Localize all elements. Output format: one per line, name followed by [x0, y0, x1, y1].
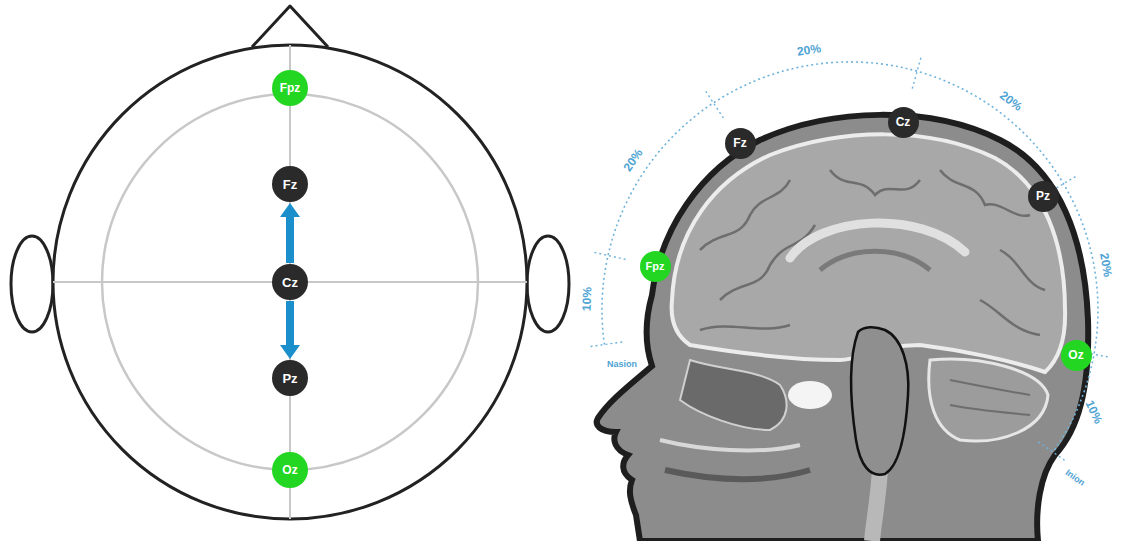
landmark-label: Inion — [1064, 468, 1087, 488]
palate — [660, 440, 800, 450]
electrode-label: Fz — [733, 137, 746, 149]
gyrus — [700, 325, 790, 330]
gyrus — [980, 300, 1040, 335]
head-silhouette — [597, 115, 1088, 541]
cerebellum-folia — [950, 380, 1030, 415]
percent-label: 20% — [1098, 252, 1114, 278]
electrode-label: Fpz — [646, 261, 665, 272]
brainstem-outline — [851, 327, 908, 475]
percent-label: 10% — [581, 287, 594, 311]
percent-label: 20% — [998, 89, 1024, 113]
arc-tick — [912, 58, 921, 89]
percent-label: 20% — [796, 42, 822, 58]
direction-arrow — [280, 301, 300, 359]
electrode-marker: Fpz — [272, 70, 308, 106]
direction-arrow — [280, 203, 300, 263]
electrode-label: Oz — [282, 464, 297, 476]
arc-tick — [594, 252, 625, 259]
electrode-marker: Cz — [272, 264, 308, 300]
right-ear — [527, 236, 569, 332]
cerebellum — [929, 359, 1048, 441]
ventricle — [820, 251, 930, 270]
gyrus — [1000, 250, 1045, 290]
arc-tick — [1038, 442, 1064, 460]
electrode-label: Cz — [282, 276, 298, 289]
measurement-arc — [602, 62, 1098, 452]
arc-tick — [706, 91, 724, 118]
spinal-cord — [872, 470, 880, 541]
sinus — [680, 360, 787, 430]
electrode-marker: Oz — [272, 452, 308, 488]
electrode-label: Pz — [1036, 190, 1050, 202]
electrode-marker: Fz — [272, 166, 308, 202]
electrode-marker: Pz — [272, 360, 308, 396]
gyrus — [720, 225, 815, 300]
electrode-marker: Fpz — [640, 251, 671, 282]
electrode-label: Fz — [283, 178, 297, 191]
gyrus — [830, 170, 920, 195]
head-outline — [53, 45, 527, 519]
electrode-label: Pz — [282, 372, 297, 385]
electrode-marker: Fz — [725, 128, 756, 159]
tongue — [665, 470, 810, 479]
electrode-marker: Cz — [888, 107, 919, 138]
electrode-label: Fpz — [280, 82, 301, 94]
airway — [788, 381, 832, 409]
gyrus — [700, 180, 790, 250]
nose-outline — [252, 6, 328, 47]
electrode-label: Oz — [1068, 349, 1083, 361]
landmark-label: Nasion — [607, 360, 637, 369]
left-ear — [11, 236, 53, 332]
arc-tick — [591, 342, 623, 346]
electrode-marker: Pz — [1028, 181, 1059, 212]
arc-ticks — [591, 58, 1108, 461]
percent-label: 10% — [1083, 399, 1104, 426]
gyrus — [940, 170, 1030, 216]
electrode-label: Cz — [896, 116, 911, 128]
gyri — [700, 170, 1045, 335]
percent-label: 20% — [621, 147, 645, 174]
electrode-marker: Oz — [1061, 340, 1092, 371]
